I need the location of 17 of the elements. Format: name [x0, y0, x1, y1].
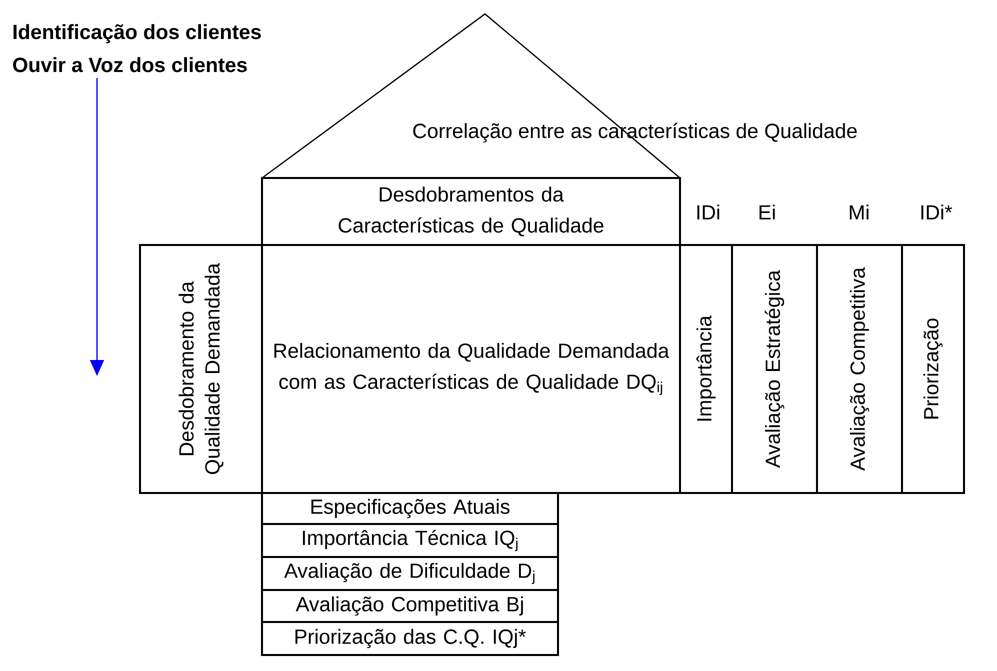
matrix-box: Desdobramentos da Características de Qualidade	[261, 177, 681, 246]
column-header: IDi	[697, 204, 720, 220]
column-box: Avaliação Competitiva	[816, 244, 903, 494]
column-header: Mi	[850, 204, 868, 220]
heading: Identificação dos clientes	[14, 24, 261, 44]
column-box: Importância	[679, 244, 733, 494]
matrix-box: Importância Técnica IQ$_{j}$	[261, 523, 559, 558]
column-box: Priorização	[901, 244, 965, 494]
matrix-box: Avaliação Competitiva Bj	[261, 589, 559, 623]
column-box: Desdobramento da Qualidade Demandada	[139, 244, 263, 494]
column-header: Ei	[760, 204, 775, 220]
matrix-box: Priorização das C.Q. IQj*	[261, 621, 559, 656]
column-header: IDi*	[921, 204, 952, 220]
matrix-box: Especificações Atuais	[261, 492, 559, 525]
column-box: Avaliação Estratégica	[731, 244, 818, 494]
matrix-box: Relacionamento da Qualidade Demandada com as Características de Qualidade DQ$_{ij}$	[261, 244, 681, 494]
matrix-box: Avaliação de Dificuldade D$_{j}$	[261, 556, 559, 591]
